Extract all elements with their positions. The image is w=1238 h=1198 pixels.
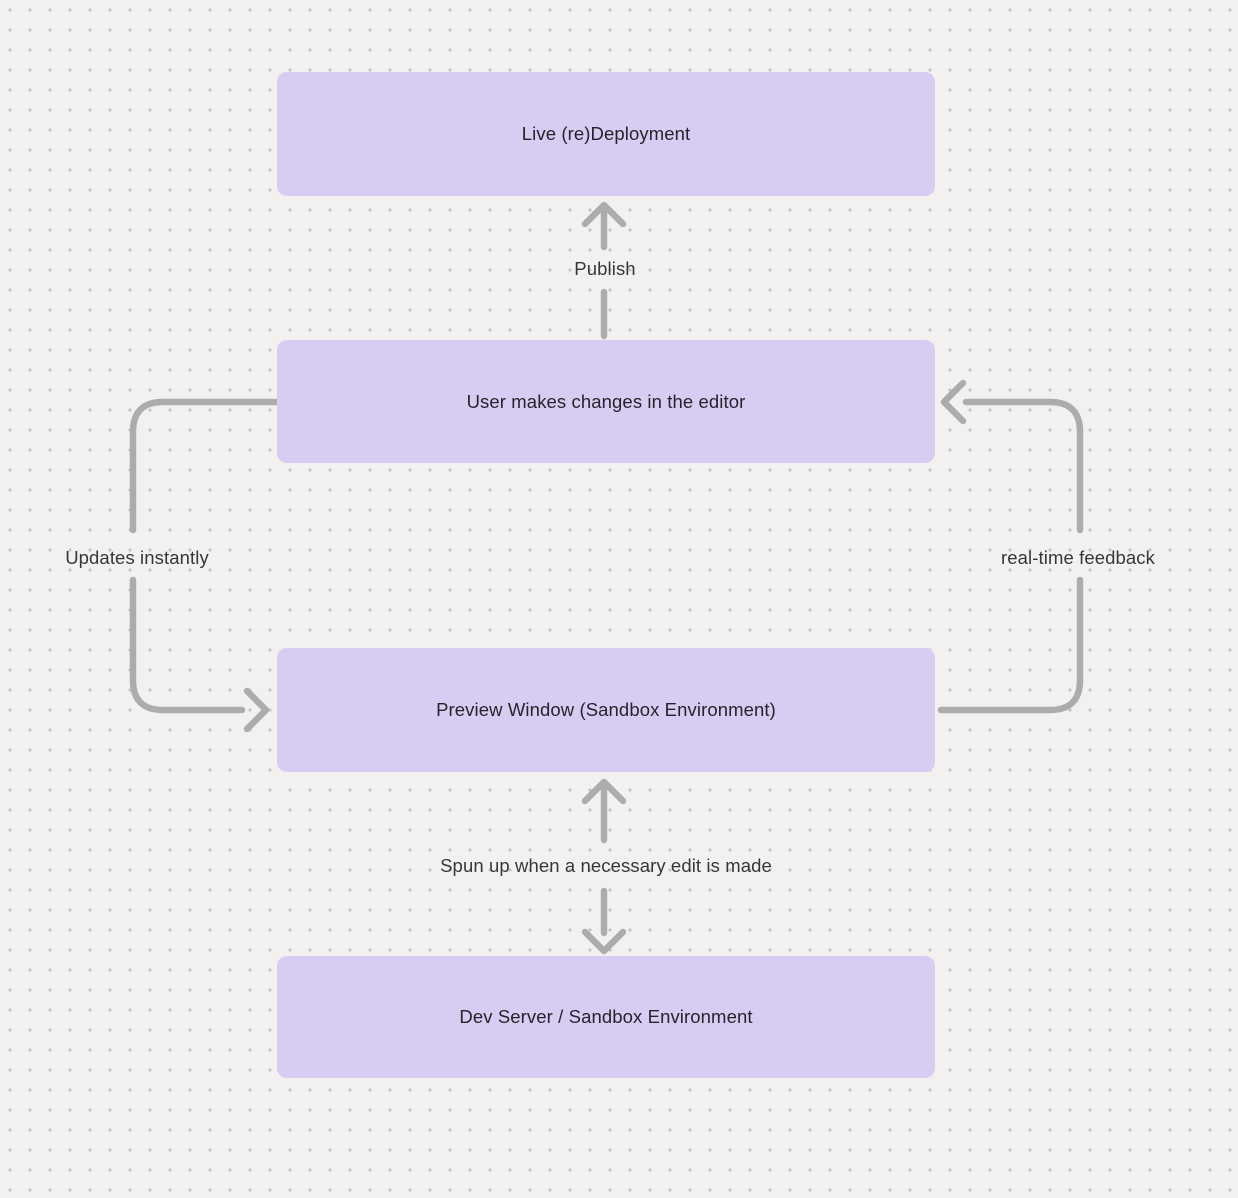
edge-label-spun-up[interactable]: Spun up when a necessary edit is made: [440, 855, 772, 876]
edge-segment: [962, 398, 1084, 534]
edge-segment: [129, 576, 246, 714]
edge-publish-arrow[interactable]: [581, 201, 627, 340]
edge-label-realtime-feedback[interactable]: real-time feedback: [1001, 547, 1155, 568]
node-label: Dev Server / Sandbox Environment: [459, 1006, 753, 1027]
edge-spun-up-arrow[interactable]: [581, 778, 627, 955]
node-label: Preview Window (Sandbox Environment): [436, 699, 776, 720]
node-preview-window[interactable]: Preview Window (Sandbox Environment): [277, 648, 935, 772]
edge-segment: [129, 398, 281, 534]
node-live-redeployment[interactable]: Live (re)Deployment: [277, 72, 935, 196]
edge-label-publish[interactable]: Publish: [574, 258, 636, 279]
node-dev-server[interactable]: Dev Server / Sandbox Environment: [277, 956, 935, 1078]
arrowhead-down-icon: [581, 928, 627, 955]
edge-updates-instantly-arrow[interactable]: [129, 398, 281, 733]
node-label: Live (re)Deployment: [521, 123, 691, 144]
node-user-editor[interactable]: User makes changes in the editor: [277, 340, 935, 463]
edge-label-updates-instantly[interactable]: Updates instantly: [65, 547, 209, 568]
edge-realtime-feedback-arrow[interactable]: [937, 379, 1084, 714]
arrowhead-right-icon: [243, 687, 270, 733]
arrowhead-left-icon: [940, 379, 967, 425]
node-label: User makes changes in the editor: [466, 390, 746, 412]
edge-segment: [937, 576, 1084, 714]
